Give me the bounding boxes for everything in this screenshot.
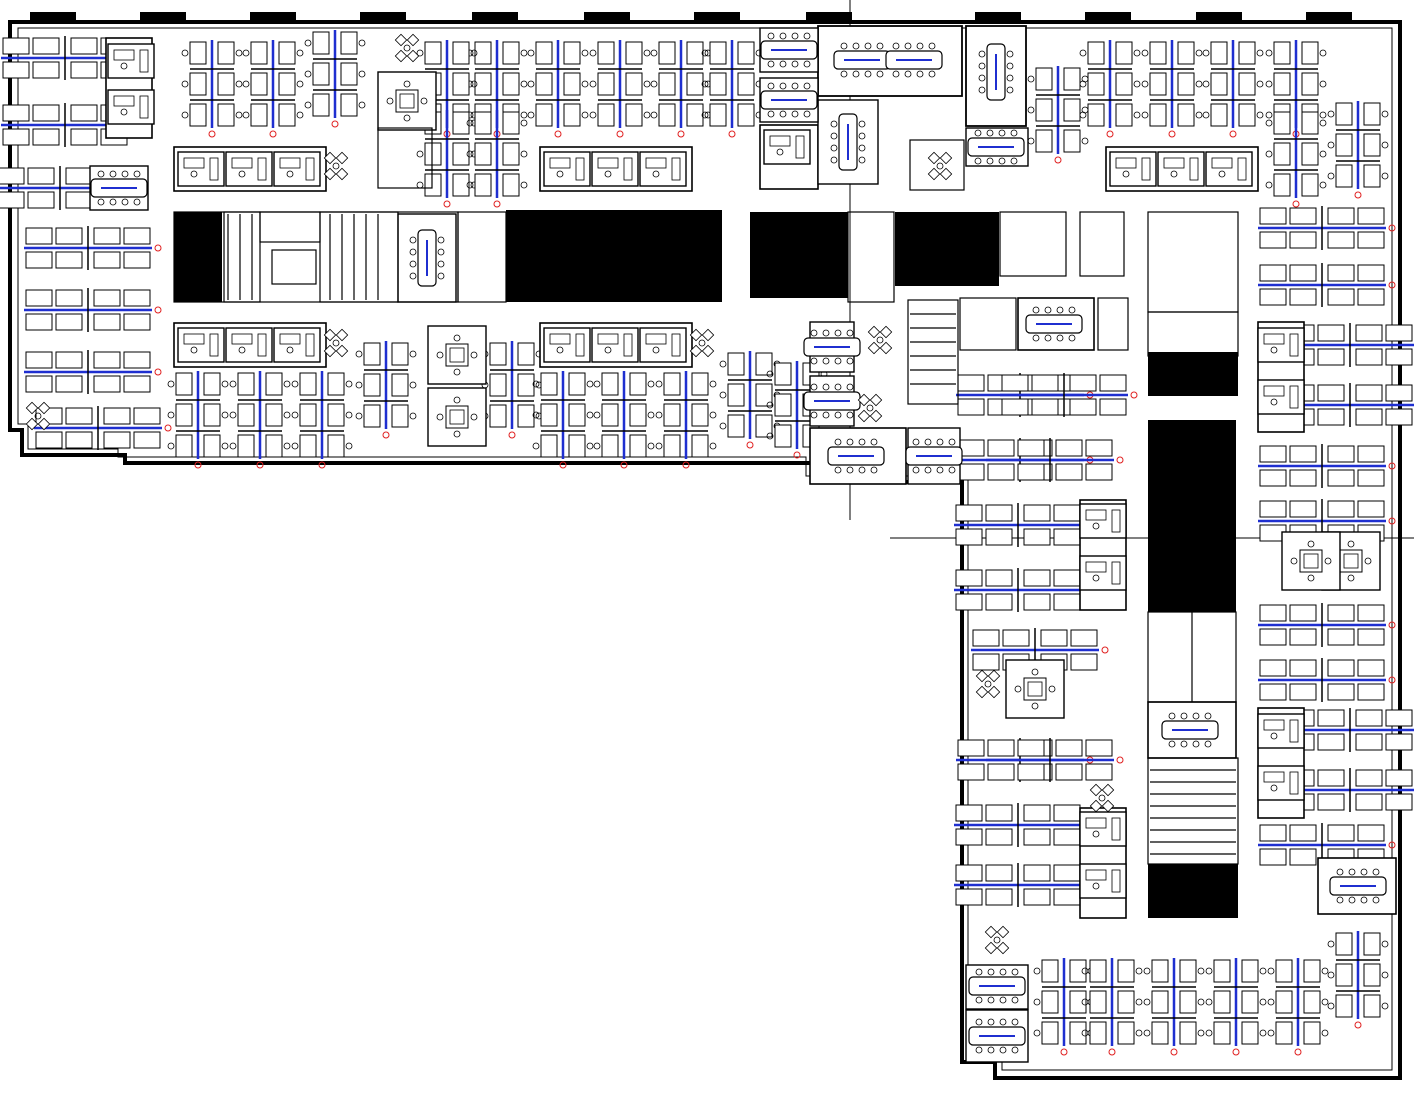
window-mullions bbox=[30, 12, 1352, 20]
core-detail bbox=[173, 127, 1239, 865]
private-offices bbox=[105, 37, 1305, 919]
conference-rooms bbox=[89, 25, 1397, 1063]
building-core bbox=[174, 210, 1238, 918]
